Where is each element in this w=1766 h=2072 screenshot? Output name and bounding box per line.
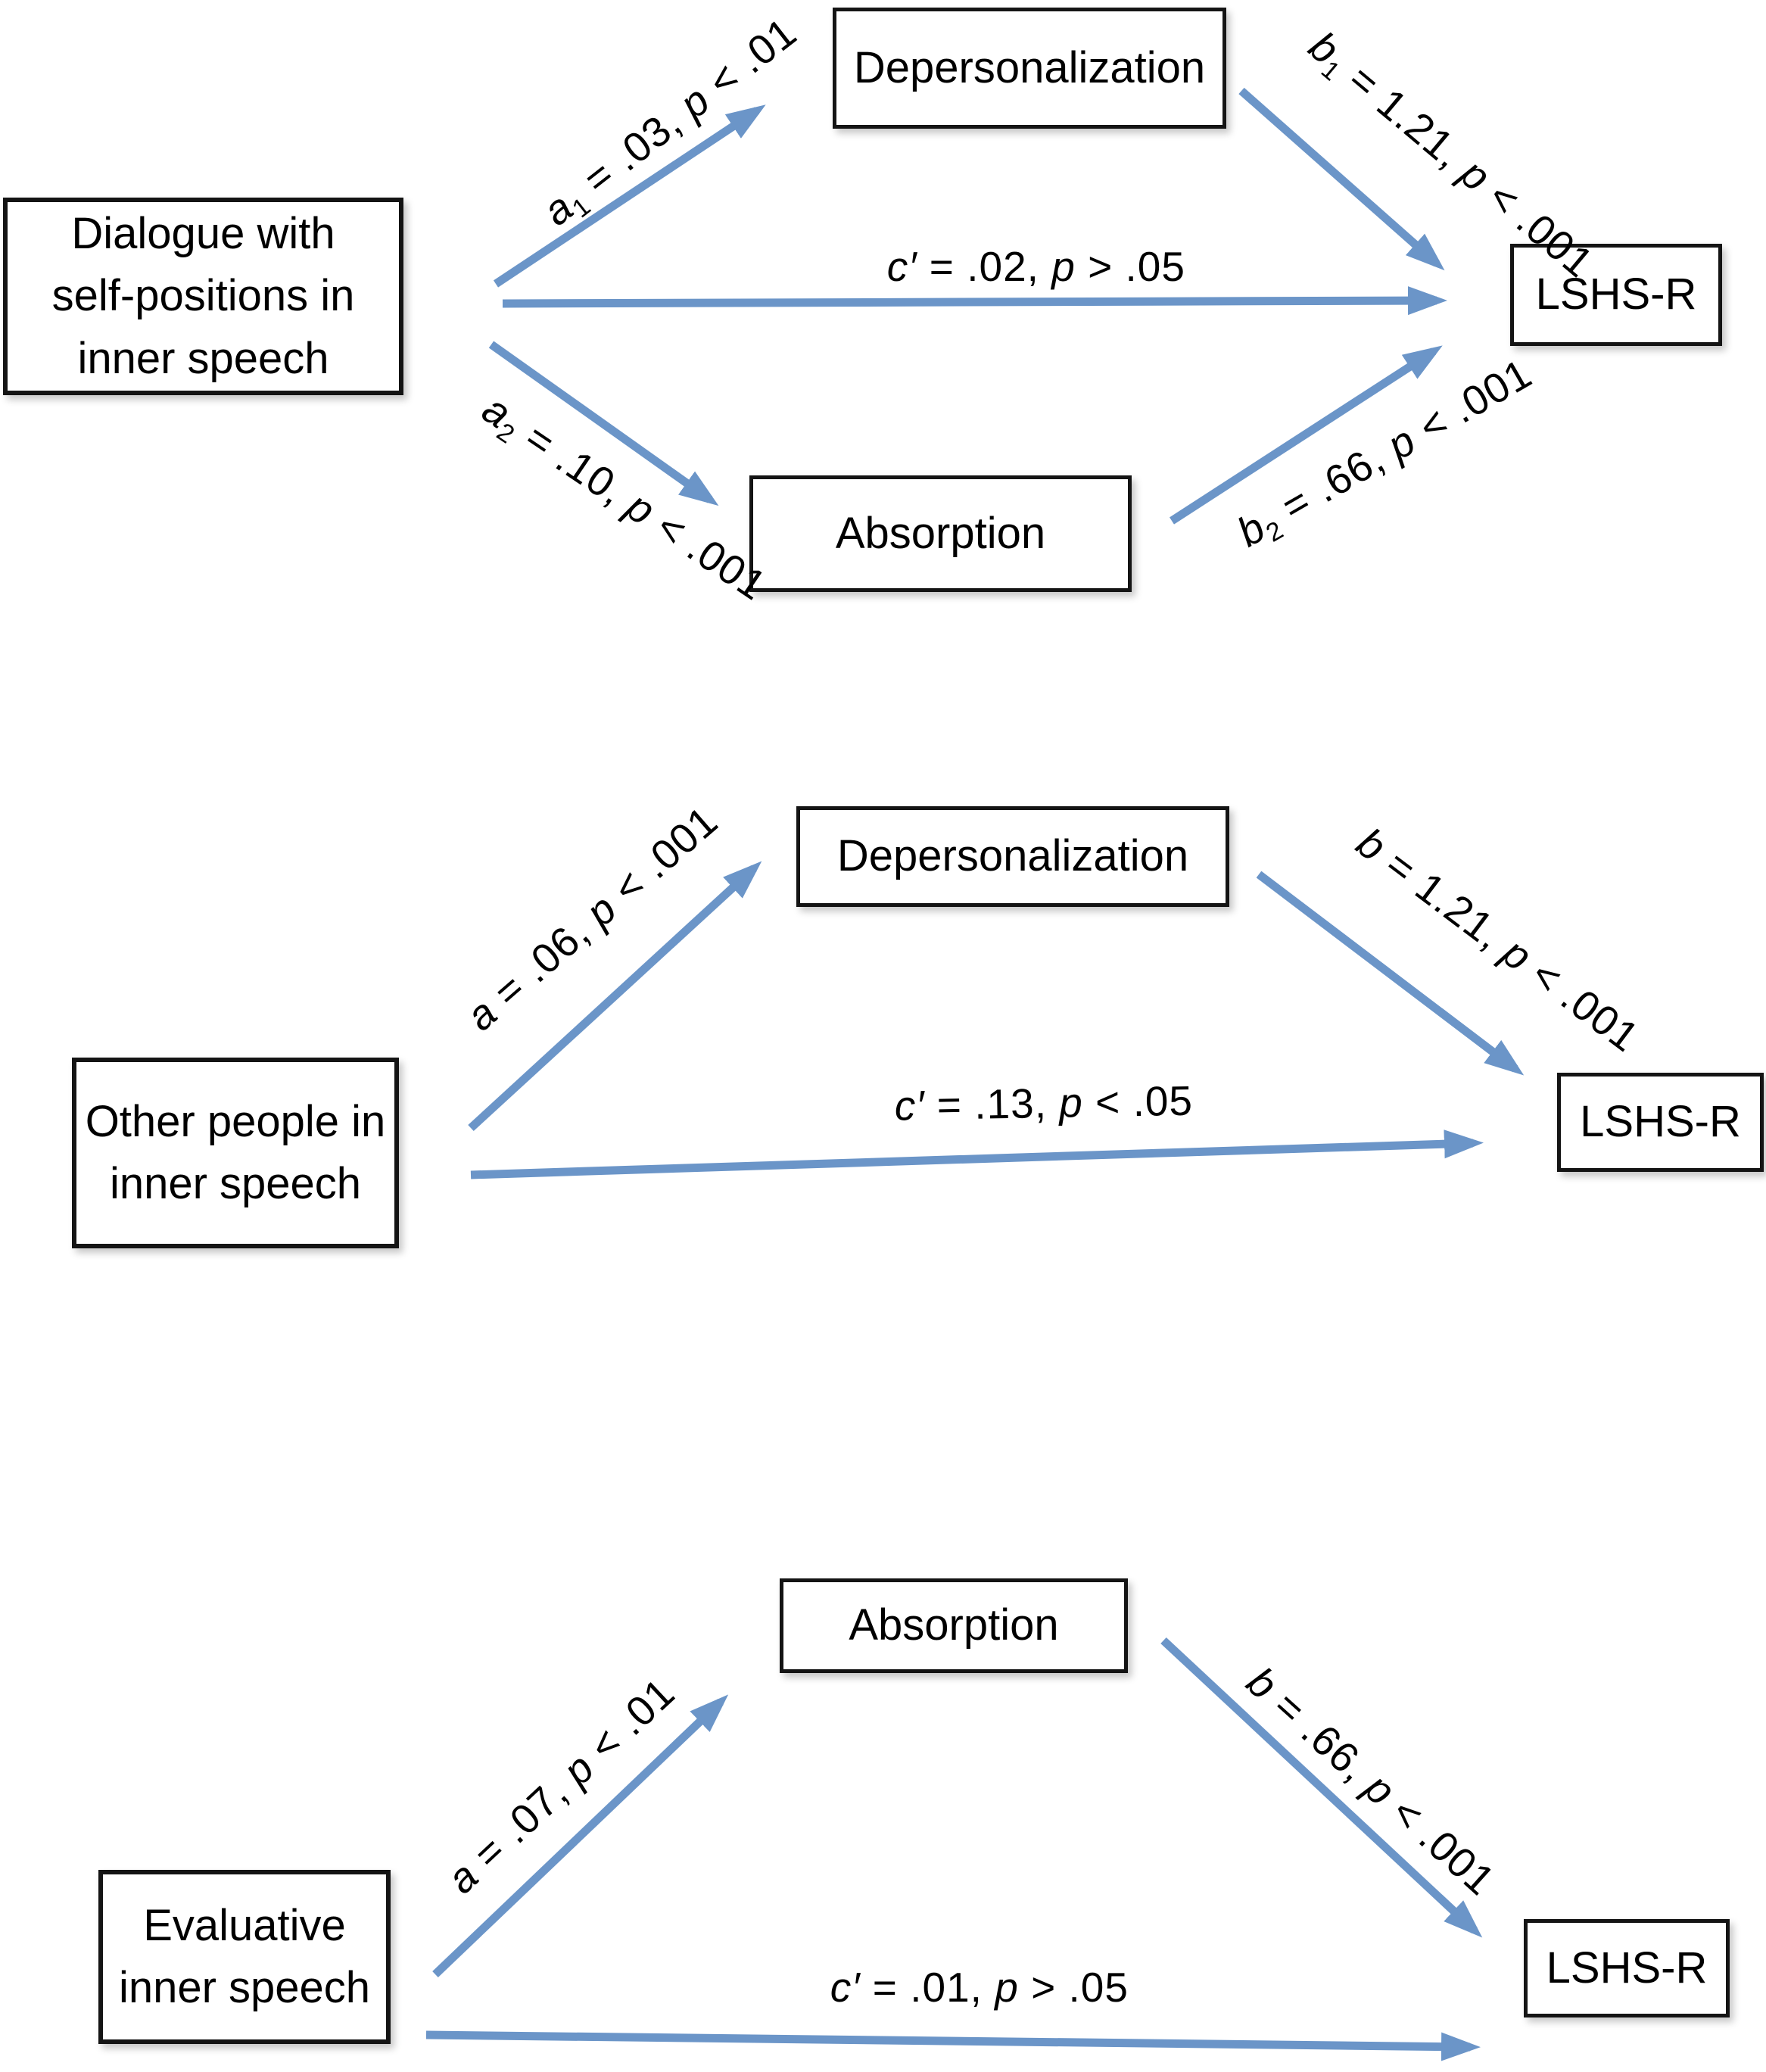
coef-value: = .13, (924, 1079, 1060, 1129)
model1-path-b2-arrow (1170, 345, 1443, 525)
model1-path-c-label: c′ = .02, p > .05 (813, 194, 1185, 339)
node-absorption-3: Absorption (780, 1578, 1128, 1673)
p-symbol: p (1051, 243, 1076, 290)
p-value: < .001 (1400, 349, 1540, 457)
node-label-line: inner speech (77, 333, 329, 383)
node-lshs-r-3: LSHS-R (1524, 1919, 1730, 2017)
model3-path-c-arrow (425, 2030, 1481, 2061)
node-depersonalization-2: Depersonalization (796, 806, 1229, 907)
model1-path-a1-arrow (493, 104, 766, 288)
p-value: < .001 (1469, 164, 1603, 287)
p-value: < .001 (1512, 943, 1649, 1061)
node-label-line: inner speech (118, 1963, 371, 2012)
coef-symbol: c′ (894, 1081, 926, 1129)
node-label: LSHS-R (1580, 1097, 1741, 1147)
coef-value: = .01, (860, 1964, 995, 2011)
coef-value: = .66, (1255, 1674, 1388, 1799)
coef-value: = .06, (475, 900, 608, 1024)
coef-value: = .10, (506, 407, 645, 522)
model2-path-b-arrow (1256, 871, 1525, 1076)
model2-path-a-arrow (468, 861, 762, 1132)
node-absorption-1: Absorption (749, 475, 1132, 592)
p-value: < .05 (1082, 1077, 1194, 1126)
node-label-line: Dialogue with (71, 208, 335, 258)
coef-value: = .03, (565, 90, 700, 211)
node-label-line: inner speech (109, 1159, 362, 1208)
coef-symbol: c′ (886, 243, 917, 290)
p-value: > .05 (1018, 1964, 1129, 2011)
p-value: < .001 (1373, 1780, 1505, 1905)
node-label: Depersonalization (853, 42, 1206, 92)
node-lshs-r-2: LSHS-R (1557, 1073, 1764, 1172)
node-evaluative-inner-speech: Evaluative inner speech (98, 1870, 391, 2044)
model3-path-b-arrow (1160, 1637, 1483, 1938)
node-dialogue-with-self-positions: Dialogue with self-positions in inner sp… (3, 198, 403, 395)
coef-value: = 1.21, (1330, 47, 1482, 185)
node-other-people: Other people in inner speech (72, 1058, 399, 1248)
p-symbol: p (995, 1964, 1019, 2011)
node-label: Depersonalization (836, 831, 1189, 881)
p-value: < .001 (637, 495, 775, 609)
model3-path-a-arrow (432, 1694, 729, 1977)
node-label: LSHS-R (1535, 270, 1697, 319)
p-value: > .05 (1075, 243, 1185, 290)
model2-path-c-arrow (470, 1129, 1484, 1179)
coef-value: = .07, (455, 1759, 586, 1887)
p-symbol: p (1058, 1079, 1084, 1126)
model1-path-a2-arrow (488, 341, 719, 506)
coef-symbol: c′ (830, 1964, 861, 2011)
coef-value: = .02, (917, 243, 1052, 290)
model1-path-c-arrow (502, 286, 1447, 316)
node-label: LSHS-R (1546, 1943, 1708, 1993)
node-label: Absorption (849, 1600, 1059, 1650)
coef-value: = .66, (1263, 428, 1403, 537)
node-label-line: self-positions in (51, 271, 355, 321)
model3-path-c-label: c′ = .01, p > .05 (756, 1915, 1129, 2060)
p-value: < .001 (594, 796, 727, 921)
coef-value: = 1.21, (1367, 833, 1522, 966)
p-value: < .01 (571, 1669, 684, 1778)
node-depersonalization-1: Depersonalization (833, 8, 1226, 129)
node-label-line: Evaluative (143, 1900, 346, 1950)
p-value: < .01 (690, 8, 805, 114)
model1-path-b1-arrow (1238, 87, 1445, 271)
model2-path-c-label: c′ = .13, p < .05 (819, 1028, 1194, 1180)
node-lshs-r-1: LSHS-R (1510, 244, 1722, 346)
node-label-line: Other people in (85, 1096, 386, 1146)
node-label: Absorption (835, 508, 1046, 558)
